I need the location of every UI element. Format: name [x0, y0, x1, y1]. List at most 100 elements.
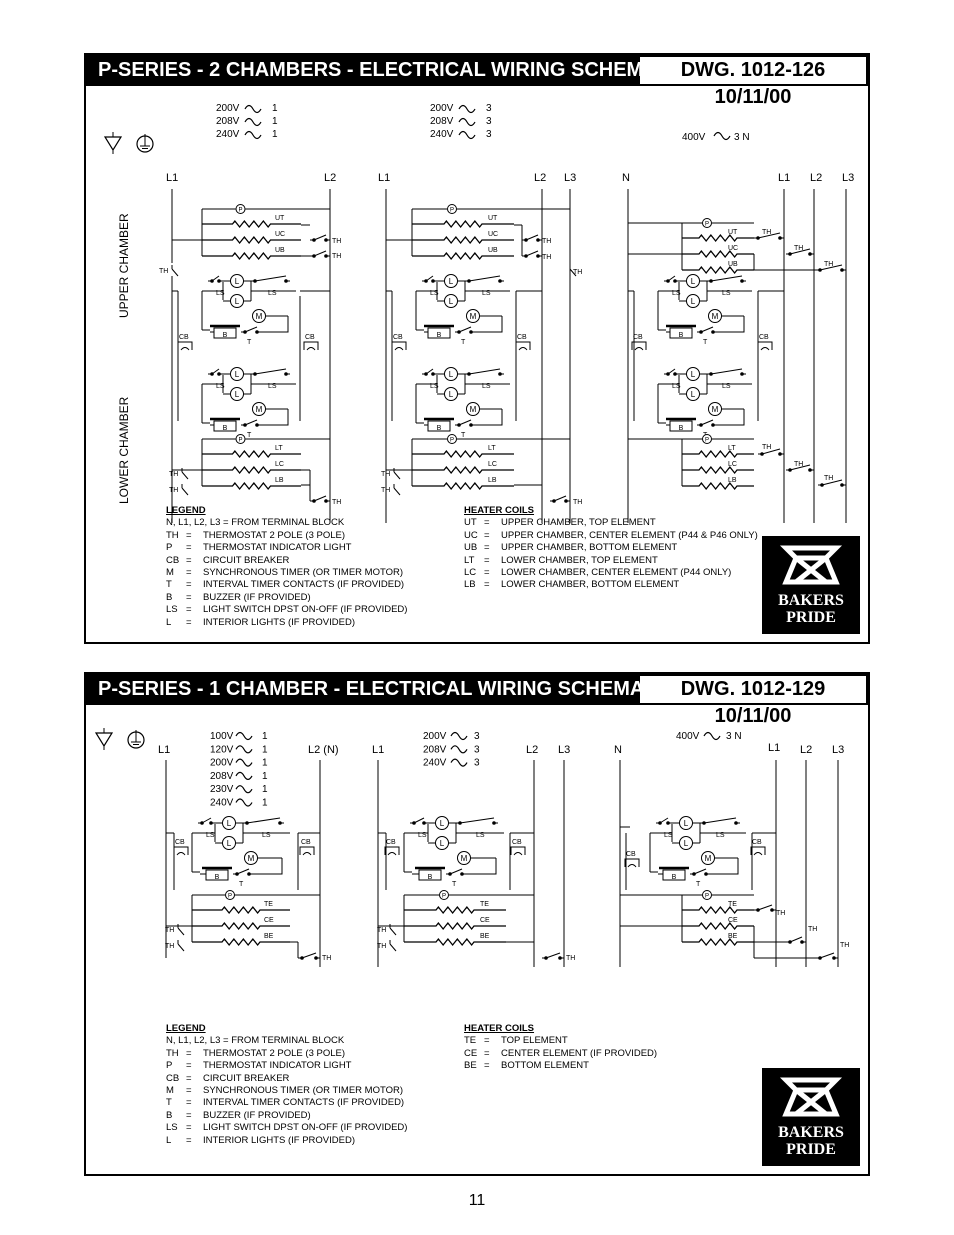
indicator-label: P: [450, 438, 454, 444]
ac-wave-icon: [244, 117, 262, 127]
wire: [710, 858, 739, 875]
buzzer-icon: [213, 420, 237, 432]
ac-wave-icon: [450, 731, 468, 741]
motor-label: M: [712, 312, 719, 321]
heater-coil-row: UB=UPPER CHAMBER, BOTTOM ELEMENT: [464, 542, 678, 554]
terminal-label: N: [614, 744, 622, 756]
heater-coil-icon: [202, 465, 301, 475]
wire: [510, 846, 526, 855]
terminal-label: L2: [526, 744, 538, 756]
timer-contact-label: T: [452, 881, 457, 888]
heater-coil-icon: [412, 465, 514, 475]
heater-coil-icon: [682, 921, 754, 931]
legend-row: P=THERMOSTAT INDICATOR LIGHT: [166, 1060, 352, 1072]
ac-wave-icon: [235, 731, 253, 741]
wire: [425, 275, 434, 282]
heater-coil-icon: [192, 921, 290, 931]
legend-row: CB=CIRCUIT BREAKER: [166, 554, 290, 566]
wire: [703, 817, 737, 824]
light-label: L: [449, 277, 454, 286]
thermostat-label: TH: [542, 238, 551, 245]
thermostat-label: TH: [824, 475, 833, 482]
breaker-label: CB: [512, 839, 522, 846]
light-label: L: [440, 839, 445, 848]
legend-row: CB=CIRCUIT BREAKER: [166, 1072, 290, 1084]
voltage-label: 200V: [423, 731, 447, 742]
heater-coil-icon: [192, 905, 290, 915]
circuit-breaker-icon: [180, 347, 190, 351]
circuit-breaker-icon: [387, 852, 397, 856]
upper-chamber-label: UPPER CHAMBER: [117, 213, 131, 318]
coil-label: UT: [488, 215, 498, 222]
wire: [667, 275, 676, 282]
light-switch-label: LS: [482, 383, 491, 390]
buzzer-icon: [669, 327, 693, 339]
wire: [236, 868, 250, 875]
wire: [425, 368, 434, 375]
coil-label: UB: [488, 247, 498, 254]
timer-contact-label: T: [696, 881, 701, 888]
terminal-label: L2 (N): [308, 744, 339, 756]
logo-line2: PRIDE: [786, 1141, 836, 1158]
phase-label: 3 N: [734, 132, 750, 143]
phase-label: 3: [486, 103, 492, 114]
indicator-light-icon: [702, 890, 712, 900]
buzzer-icon: [427, 327, 451, 339]
drawing-number: DWG. 1012-129 10/11/00: [640, 676, 866, 727]
indicator-label: P: [238, 208, 242, 214]
wire: [261, 409, 289, 426]
wire: [177, 927, 185, 936]
light-switch-label: LS: [722, 383, 731, 390]
heater-coil-icon: [202, 235, 301, 245]
circuit-breaker-icon: [513, 852, 523, 856]
thermostat-label: TH: [794, 245, 803, 252]
timer-contact-label: T: [247, 339, 252, 346]
wire: [393, 487, 401, 496]
coil-label: UT: [728, 229, 738, 236]
phase-label: 3: [486, 129, 492, 140]
motor-label: M: [470, 312, 477, 321]
legend-row: LS=LIGHT SWITCH DPST ON-OFF (IF PROVIDED…: [166, 1122, 408, 1134]
wire: [313, 495, 327, 502]
wire: [301, 952, 317, 959]
legend-row: B=BUZZER (IF PROVIDED): [166, 1109, 311, 1121]
wire: [181, 471, 189, 480]
wire: [757, 341, 773, 350]
circuit-breaker-icon: [634, 347, 644, 351]
light-switch-label: LS: [672, 383, 681, 390]
heater-coil-icon: [682, 249, 754, 259]
coil-label: TE: [728, 901, 737, 908]
ac-wave-icon: [703, 731, 721, 741]
legend-row: M=SYNCHRONOUS TIMER (OR TIMER MOTOR): [166, 567, 404, 579]
timer-contact-label: T: [239, 881, 244, 888]
voltage-label: 240V: [430, 129, 454, 140]
buzzer-icon: [205, 869, 229, 881]
ac-wave-icon: [458, 104, 476, 114]
lower-chamber-label: LOWER CHAMBER: [117, 396, 131, 504]
breaker-label: CB: [752, 839, 762, 846]
light-switch-label: LS: [268, 290, 277, 297]
coil-label: LT: [275, 445, 283, 452]
wire: [254, 275, 287, 282]
thermostat-label: TH: [381, 471, 390, 478]
wire: [211, 275, 220, 282]
light-label: L: [227, 839, 232, 848]
voltage-label: 240V: [216, 129, 240, 140]
buzzer-label: B: [437, 332, 442, 339]
timer-contact-label: T: [247, 432, 252, 439]
motor-label: M: [256, 405, 263, 414]
indicator-light-icon: [439, 890, 449, 900]
legend-row: LS=LIGHT SWITCH DPST ON-OFF (IF PROVIDED…: [166, 604, 408, 616]
heater-coil-icon: [404, 937, 506, 947]
light-switch-label: LS: [672, 290, 681, 297]
ac-wave-icon: [713, 131, 731, 141]
light-label: L: [235, 297, 240, 306]
ac-wave-icon: [244, 130, 262, 140]
voltage-label: 208V: [216, 116, 240, 127]
legend: LEGEND N, L1, L2, L3 = FROM TERMINAL BLO…: [166, 505, 407, 629]
coil-label: LT: [488, 445, 496, 452]
light-label: L: [691, 297, 696, 306]
phase-label: 1: [262, 784, 268, 795]
